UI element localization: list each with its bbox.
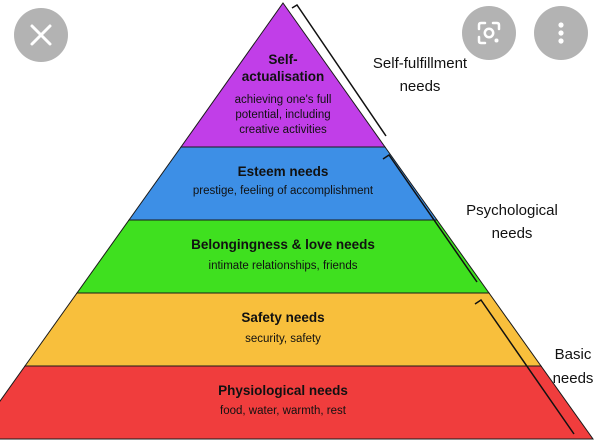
more-vert-icon: [558, 22, 564, 44]
group-label-self-fulfillment: Self-fulfillment: [373, 55, 468, 72]
group-label-psychological: Psychological: [466, 202, 558, 219]
level-desc-safety: security, safety: [245, 333, 321, 345]
group-label-basic-2: needs: [553, 370, 594, 387]
group-bracket-basic: Basic needs: [474, 298, 594, 435]
level-title-belonging: Belongingness & love needs: [191, 237, 375, 252]
group-label-basic: Basic: [555, 346, 592, 363]
level-desc-physiological: food, water, warmth, rest: [220, 405, 347, 417]
level-band-safety: [24, 292, 542, 367]
close-icon: [30, 24, 52, 46]
level-esteem: Esteem needs prestige, feeling of accomp…: [128, 146, 438, 221]
level-desc-belonging: intimate relationships, friends: [209, 260, 358, 272]
lens-search-button[interactable]: [462, 6, 516, 60]
group-label-psychological-2: needs: [492, 225, 533, 242]
level-desc-self-actualisation-3: creative activities: [239, 124, 327, 136]
level-band-belonging: [76, 219, 490, 294]
group-bracket-psychological: Psychological needs: [382, 153, 558, 283]
level-band-physiological: [0, 365, 594, 440]
more-options-button[interactable]: [534, 6, 588, 60]
level-desc-self-actualisation: achieving one's full: [235, 94, 332, 106]
level-desc-self-actualisation-2: potential, including: [235, 109, 330, 121]
level-self-actualisation: Self- actualisation achieving one's full…: [180, 2, 386, 148]
level-title-self-actualisation: Self-: [268, 52, 297, 67]
level-title-physiological: Physiological needs: [218, 383, 348, 398]
group-bracket-self-fulfillment: Self-fulfillment needs: [291, 3, 468, 137]
level-title-safety: Safety needs: [241, 310, 324, 325]
close-button[interactable]: [14, 8, 68, 62]
level-physiological: Physiological needs food, water, warmth,…: [0, 365, 594, 440]
level-desc-esteem: prestige, feeling of accomplishment: [193, 185, 374, 197]
level-belonging: Belongingness & love needs intimate rela…: [76, 219, 490, 294]
lens-search-icon: [477, 21, 501, 45]
level-title-esteem: Esteem needs: [238, 164, 329, 179]
level-title-self-actualisation-2: actualisation: [242, 69, 325, 84]
group-label-self-fulfillment-2: needs: [400, 78, 441, 95]
level-safety: Safety needs security, safety: [24, 292, 542, 367]
